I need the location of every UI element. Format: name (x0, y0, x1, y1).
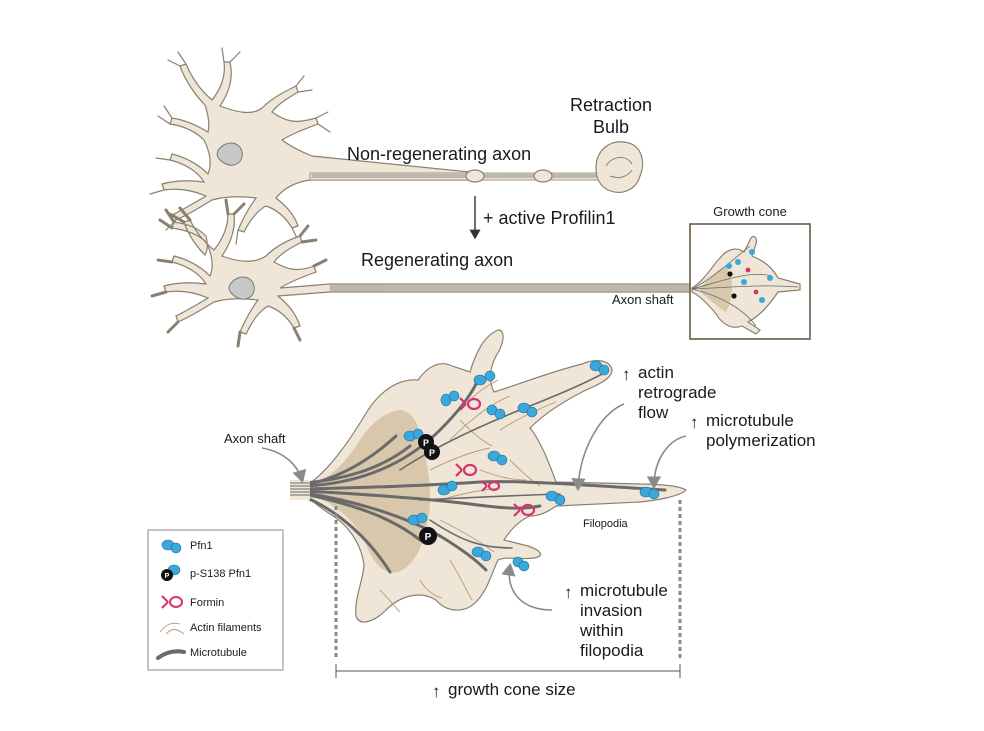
phospho-pfn1-markers: P P P (418, 434, 440, 545)
actin-flow-label-3: flow (638, 403, 669, 422)
axon-shaft-bottom-label: Axon shaft (224, 431, 286, 446)
pfn1-icon (161, 539, 182, 554)
retraction-bulb (595, 141, 644, 193)
mt-poly-label-1: microtubule (706, 411, 794, 430)
mt-poly-arrow-glyph: ↑ (690, 413, 699, 432)
p-label: P (429, 448, 435, 458)
legend-label-actin: Actin filaments (190, 622, 262, 634)
central-domain (305, 410, 431, 573)
p-label: P (425, 532, 432, 543)
mt-invasion-label-1: microtubule (580, 581, 668, 600)
formin-markers (455, 397, 536, 517)
growth-cone-label: Growth cone (713, 204, 787, 219)
retraction-bulb-label-2: Bulb (593, 117, 629, 137)
mt-poly-label-2: polymerization (706, 431, 816, 450)
regenerating-neuron (150, 198, 691, 348)
axon-shaft-top-label: Axon shaft (612, 292, 674, 307)
microtubule-icon (156, 649, 186, 660)
active-profilin-label: + active Profilin1 (483, 208, 616, 228)
legend-label-microtubule: Microtubule (190, 647, 247, 659)
growth-cone-inset (689, 223, 811, 340)
nucleus-bottom (228, 276, 255, 300)
phospho-pfn1-icon: P (161, 564, 181, 581)
legend-label-formin: Formin (190, 597, 224, 609)
filopodia-label: Filopodia (583, 518, 629, 530)
growth-cone-size-arrow-glyph: ↑ (432, 682, 441, 701)
actin-flow-label-1: actin (638, 363, 674, 382)
actin-flow-label-2: retrograde (638, 383, 716, 402)
actin-flow-arrow (571, 403, 625, 492)
nucleus-top (216, 142, 243, 166)
p-label: P (423, 438, 429, 448)
non-regenerating-axon-label: Non-regenerating axon (347, 144, 531, 164)
retraction-bulb-label-1: Retraction (570, 95, 652, 115)
axon-shaft-arrow (261, 447, 307, 484)
mt-invasion-arrow (501, 562, 553, 611)
mt-invasion-label-3: within (579, 621, 623, 640)
growth-cone-size-indicator (334, 500, 682, 678)
legend-label-pfn1: Pfn1 (190, 540, 213, 552)
growth-cone-size-label: growth cone size (448, 680, 576, 699)
legend: Pfn1 P p-S138 Pfn1 Formin Actin filament… (147, 529, 284, 671)
actin-flow-arrow-glyph: ↑ (622, 365, 631, 384)
actin-filament-icon (159, 622, 185, 635)
growth-cone-detail: P P P (290, 329, 687, 623)
mt-poly-arrow (646, 435, 687, 490)
pfn1-markers (403, 360, 660, 572)
mt-invasion-label-2: invasion (580, 601, 642, 620)
mt-invasion-label-4: filopodia (580, 641, 644, 660)
regenerating-axon-label: Regenerating axon (361, 250, 513, 270)
legend-p-label: P (165, 573, 170, 580)
mt-invasion-arrow-glyph: ↑ (564, 583, 573, 602)
legend-label-phospho-pfn1: p-S138 Pfn1 (190, 568, 251, 580)
formin-icon (161, 595, 183, 609)
non-regenerating-neuron (149, 47, 644, 245)
